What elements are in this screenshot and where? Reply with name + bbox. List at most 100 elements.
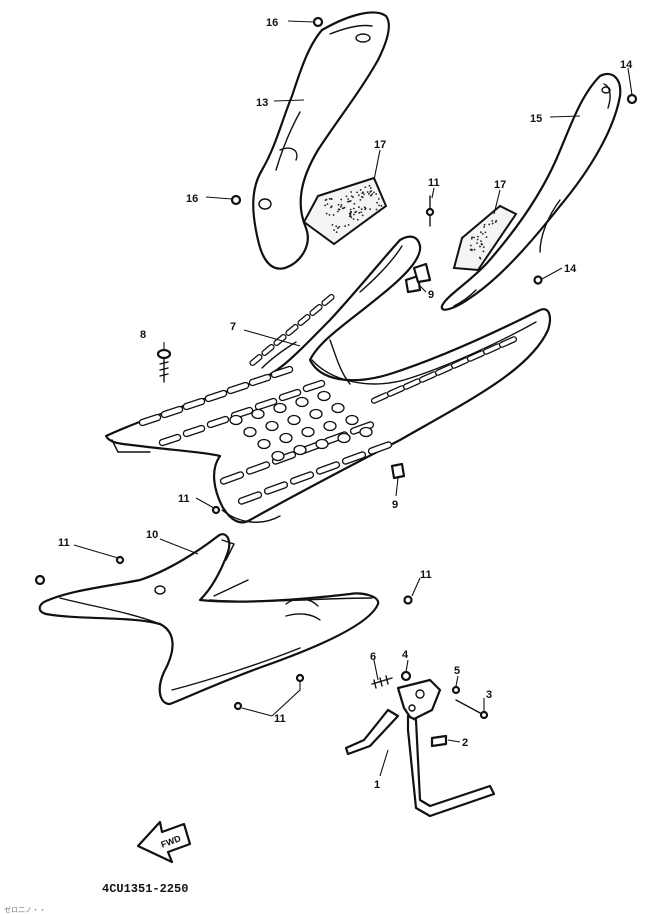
floor-hole — [287, 414, 301, 426]
pad-texture-dot — [337, 203, 340, 206]
pad-texture-dot — [337, 227, 339, 230]
pad-texture-dot — [483, 226, 486, 228]
callout-10: 10 — [146, 529, 158, 541]
pad-texture-dot — [469, 244, 472, 247]
pad-texture-dot — [340, 198, 343, 201]
pad-texture-dot — [480, 240, 482, 242]
pad-texture-dot — [378, 204, 381, 207]
pad-texture-dot — [361, 214, 364, 217]
pad-texture-dot — [347, 224, 350, 226]
side-stand-part-1 — [344, 678, 496, 818]
bolt-part-11-right — [403, 595, 413, 605]
pad-texture-dot — [477, 235, 479, 238]
pad-texture-dot — [476, 242, 478, 245]
callout-6: 6 — [370, 651, 376, 663]
pad-part-17a — [302, 176, 388, 246]
pad-texture-dot — [484, 231, 487, 234]
pad-texture-dot — [371, 193, 374, 196]
callout-11-upper: 11 — [428, 177, 440, 189]
pad-texture-dot — [349, 200, 352, 202]
floor-slot — [249, 353, 263, 367]
pad-texture-dot — [471, 236, 473, 239]
callout-7: 7 — [230, 321, 236, 333]
floor-hole — [345, 414, 359, 426]
floor-board-part-7 — [104, 235, 551, 524]
pad-texture-dot — [375, 193, 378, 195]
floor-hole — [301, 426, 315, 438]
floor-slot — [160, 405, 184, 419]
floor-hole — [265, 420, 279, 432]
pad-texture-dot — [364, 207, 367, 210]
floor-slot — [237, 491, 263, 505]
pad-texture-dot — [367, 192, 370, 195]
pad-texture-dot — [480, 242, 483, 245]
pad-texture-dot — [352, 218, 355, 220]
pad-texture-dot — [347, 200, 349, 203]
floor-hole — [359, 426, 373, 438]
pad-texture-dot — [330, 197, 333, 200]
pad-texture-dot — [345, 195, 348, 198]
pad-texture-dot — [473, 236, 475, 239]
floor-hole — [243, 426, 257, 438]
pad-texture-dot — [361, 196, 364, 199]
spring-part-2 — [430, 734, 448, 748]
screw-part-14-top — [626, 93, 638, 105]
bolt-part-11-mid — [211, 505, 221, 515]
pad-texture-dot — [368, 184, 371, 187]
bolt-part-11-left — [34, 555, 125, 586]
pad-texture-dot — [361, 192, 364, 195]
floor-hole — [271, 450, 285, 462]
callout-8: 8 — [140, 329, 146, 341]
pad-texture-dot — [369, 187, 372, 189]
pad-texture-dot — [339, 205, 342, 208]
callout-16-top: 16 — [266, 17, 278, 29]
floor-slot — [278, 388, 302, 402]
floor-slot — [289, 471, 315, 485]
spring-part-6 — [371, 675, 393, 689]
pad-texture-dot — [478, 256, 481, 259]
floor-slot — [321, 293, 335, 307]
pad-texture-dot — [352, 196, 355, 199]
pad-texture-dot — [348, 212, 351, 215]
callout-9-lower: 9 — [392, 499, 398, 511]
callout-15: 15 — [530, 113, 542, 125]
pad-texture-dot — [470, 237, 473, 240]
callout-14-lower: 14 — [564, 263, 577, 275]
callout-13: 13 — [256, 97, 268, 109]
pad-texture-dot — [491, 222, 494, 225]
callout-3: 3 — [486, 689, 492, 701]
floor-slot — [226, 381, 250, 395]
pad-texture-dot — [328, 198, 331, 200]
pad-texture-dot — [325, 198, 328, 201]
screw-part-16-left — [230, 194, 242, 206]
floor-slot — [206, 415, 230, 429]
callout-17-lower: 17 — [494, 179, 506, 191]
pad-texture-dot — [482, 250, 485, 253]
corner-mark: ゼロ二ノ・・ — [4, 905, 46, 914]
pad-texture-dot — [360, 211, 363, 214]
floor-slot — [182, 424, 206, 438]
pad-texture-dot — [350, 216, 353, 219]
floor-slot — [302, 379, 326, 393]
floor-hole — [251, 408, 265, 420]
callout-11-right: 11 — [420, 569, 432, 581]
floor-hole — [323, 420, 337, 432]
callout-16-left: 16 — [186, 193, 198, 205]
fwd-arrow-icon: FWD — [136, 820, 192, 864]
pad-texture-dot — [376, 201, 378, 204]
pad-texture-dot — [366, 191, 369, 193]
pad-texture-dot — [344, 225, 347, 228]
pad-texture-dot — [363, 193, 365, 196]
floor-hole — [331, 402, 345, 414]
pad-texture-dot — [352, 207, 355, 210]
callout-9-upper: 9 — [428, 289, 434, 301]
pad-texture-dot — [356, 191, 359, 194]
pad-texture-dot — [483, 223, 486, 226]
pad-texture-dot — [335, 225, 338, 228]
floor-slot — [297, 313, 311, 327]
nut-part-9-lower — [390, 462, 406, 480]
floor-slot — [309, 303, 323, 317]
floor-slot — [219, 471, 245, 485]
pad-texture-dot — [324, 204, 327, 207]
